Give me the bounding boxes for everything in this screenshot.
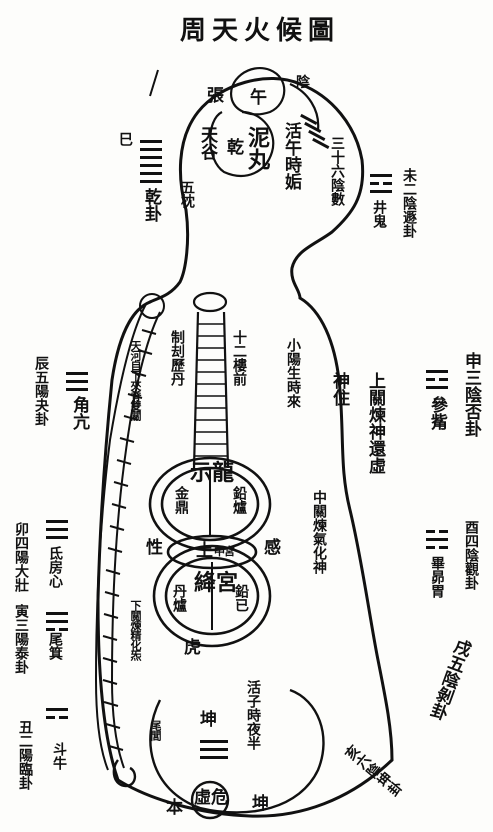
torso-left-outline bbox=[96, 300, 152, 782]
spine-rope-inner bbox=[110, 311, 161, 769]
label-bottom-right-mark: 坤 bbox=[252, 794, 269, 814]
throat-ring bbox=[192, 291, 228, 313]
upper-dantian-outer bbox=[148, 456, 272, 552]
label-shen-pi: 申三陰否卦 bbox=[461, 352, 481, 437]
label-di-fang-xin: 氐房心 bbox=[47, 546, 63, 588]
stray-mark bbox=[149, 69, 159, 97]
torso-right-outline bbox=[298, 296, 394, 762]
spine-rope-outer bbox=[94, 303, 147, 771]
lower-dantian-inner bbox=[164, 556, 260, 636]
head-outline bbox=[179, 77, 365, 300]
label-zhonggong: 中宮 bbox=[214, 545, 235, 558]
trachea-left bbox=[192, 311, 200, 469]
lower-dantian-outer bbox=[152, 544, 272, 648]
bottom-circle bbox=[190, 780, 230, 820]
spine-top-knob bbox=[139, 293, 165, 319]
label-dan-lu: 丹爐 bbox=[171, 584, 187, 612]
label-left-spine-text: 天河自下夾脊雙關 bbox=[129, 340, 142, 420]
label-can-zi: 參觜 bbox=[427, 396, 447, 430]
label-zhong-tian: 中關煉氣化神 bbox=[311, 490, 327, 574]
label-bead-note: 三十六陰數 bbox=[329, 136, 345, 206]
label-mao-dazhuang: 卯四陽大壯 bbox=[13, 522, 29, 592]
label-shang-tian: 上關煉神還虛 bbox=[365, 372, 385, 474]
label-right-inner: 小陽生時來 bbox=[285, 338, 301, 408]
label-zhang: 張 bbox=[203, 86, 223, 103]
upper-dantian-inner bbox=[160, 466, 260, 542]
label-qian: 乾 bbox=[223, 138, 243, 155]
crown-curve bbox=[289, 82, 320, 131]
label-xu-wei: 虛危 bbox=[194, 788, 228, 808]
label-yin-tai: 寅三陽泰卦 bbox=[13, 604, 29, 674]
label-shier-lou: 十二樓前 bbox=[231, 330, 247, 386]
torso-bottom-outline bbox=[116, 758, 394, 818]
label-yin-top: 陰 bbox=[296, 75, 310, 91]
lower-belly-chamber bbox=[149, 688, 325, 814]
trachea-right bbox=[222, 311, 230, 469]
label-shen-zhu: 神住 bbox=[329, 372, 349, 406]
label-qian-lu: 鉛爐 bbox=[231, 486, 247, 514]
label-lower-dantian: 絳宮 bbox=[194, 570, 239, 596]
label-weilu: 尾閭 bbox=[149, 720, 162, 740]
label-tiangu: 天谷 bbox=[197, 126, 217, 160]
label-xing: 性 bbox=[146, 538, 163, 558]
label-wuzhen: 五枕 bbox=[179, 180, 195, 208]
label-kun: 坤 bbox=[200, 710, 217, 730]
label-jiao-kang: 角亢 bbox=[69, 396, 89, 430]
label-left-lower-text: 下關煉精化炁 bbox=[129, 600, 142, 660]
diagram-title: 周天火候圖 bbox=[180, 16, 341, 46]
hexagram-marks bbox=[46, 140, 448, 759]
label-noon-note: 活午時姤 bbox=[281, 122, 301, 190]
niwan-chamber bbox=[209, 110, 275, 177]
label-chen-guai: 辰五陽夬卦 bbox=[33, 356, 49, 426]
label-bi-mao: 畢昴胃 bbox=[429, 556, 445, 598]
label-wei-dun: 未二陰遯卦 bbox=[401, 168, 417, 238]
label-chou-lin: 丑二陽臨卦 bbox=[17, 720, 33, 790]
label-wei-ji: 尾箕 bbox=[47, 632, 63, 660]
label-wu: 午 bbox=[250, 88, 267, 108]
label-gan: 感 bbox=[264, 538, 281, 558]
label-zhiji: 制刦歷丹 bbox=[169, 330, 185, 386]
label-si: 巳 bbox=[117, 132, 133, 146]
tailbone-hook bbox=[112, 759, 137, 788]
label-zhong-tu: 土 bbox=[196, 541, 213, 561]
label-zi-note: 活子時夜半 bbox=[245, 680, 261, 750]
label-tiger: 虎 bbox=[184, 638, 201, 658]
trachea-rings bbox=[195, 323, 227, 457]
label-dou-niu: 斗牛 bbox=[51, 742, 67, 770]
spine-rope-ticks bbox=[102, 329, 157, 751]
label-bottom-left-mark: 本 bbox=[166, 798, 183, 818]
label-upper-dantian: 示龍 bbox=[190, 460, 235, 486]
label-you-guan: 酉四陰觀卦 bbox=[463, 520, 479, 590]
neck-left-outline bbox=[148, 208, 190, 304]
label-jing-gui: 井鬼 bbox=[371, 200, 387, 228]
label-qian-gua: 乾卦 bbox=[141, 188, 161, 222]
label-jin-ding: 金鼎 bbox=[173, 486, 189, 514]
label-qian-yi: 鉛已 bbox=[233, 584, 249, 612]
label-niwan: 泥丸 bbox=[244, 126, 270, 170]
